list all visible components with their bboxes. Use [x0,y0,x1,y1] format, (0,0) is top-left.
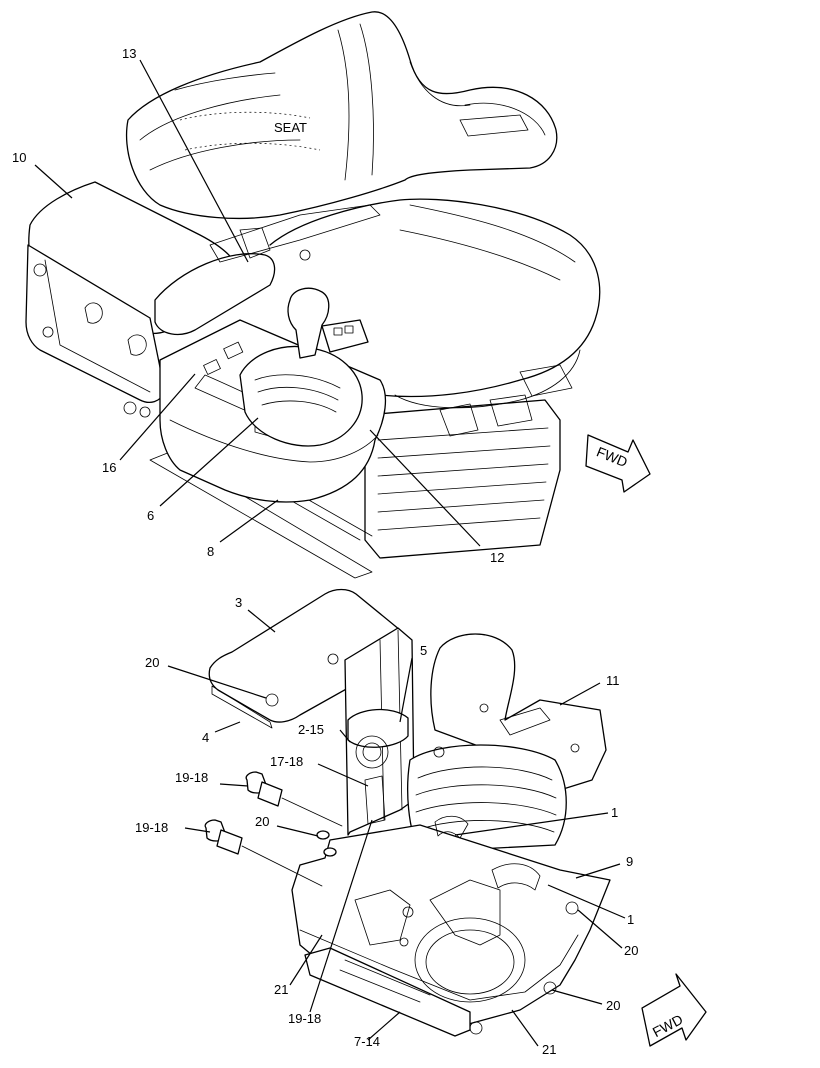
top-leaders [34,59,481,547]
seat-label: SEAT [274,120,307,135]
callout-5: 5 [420,643,427,658]
callout-3: 3 [235,595,242,610]
callout-12: 12 [490,550,504,565]
callout-8: 8 [207,544,214,559]
callout-11: 11 [606,673,620,688]
callout-21-left: 21 [274,982,288,997]
bottom-leaders [167,609,626,1047]
callout-10: 10 [12,150,26,165]
seat-assembly-illustration [25,11,601,579]
callout-21-bottom: 21 [542,1042,556,1057]
callout-9: 9 [626,854,633,869]
callout-6: 6 [147,508,154,523]
callout-20-top: 20 [145,655,159,670]
callout-20-bottom: 20 [606,998,620,1013]
fwd-arrow-top: FWD [585,434,651,493]
callout-19-18-bottom: 19-18 [288,1011,321,1026]
callout-19-18-upper: 19-18 [175,770,208,785]
callout-7-14: 7-14 [354,1034,380,1049]
callout-17-18: 17-18 [270,754,303,769]
callout-16: 16 [102,460,116,475]
callout-1-upper: 1 [611,805,618,820]
callout-1-lower: 1 [627,912,634,927]
console-exploded-illustration [204,588,611,1037]
fwd-arrow-bottom: FWD [641,973,707,1047]
callout-20-washer: 20 [255,814,269,829]
callout-2-15: 2-15 [298,722,324,737]
callout-20-right: 20 [624,943,638,958]
callout-19-18-lower: 19-18 [135,820,168,835]
callout-13: 13 [122,46,136,61]
fwd-label-top: FWD [594,443,630,470]
callout-4: 4 [202,730,209,745]
